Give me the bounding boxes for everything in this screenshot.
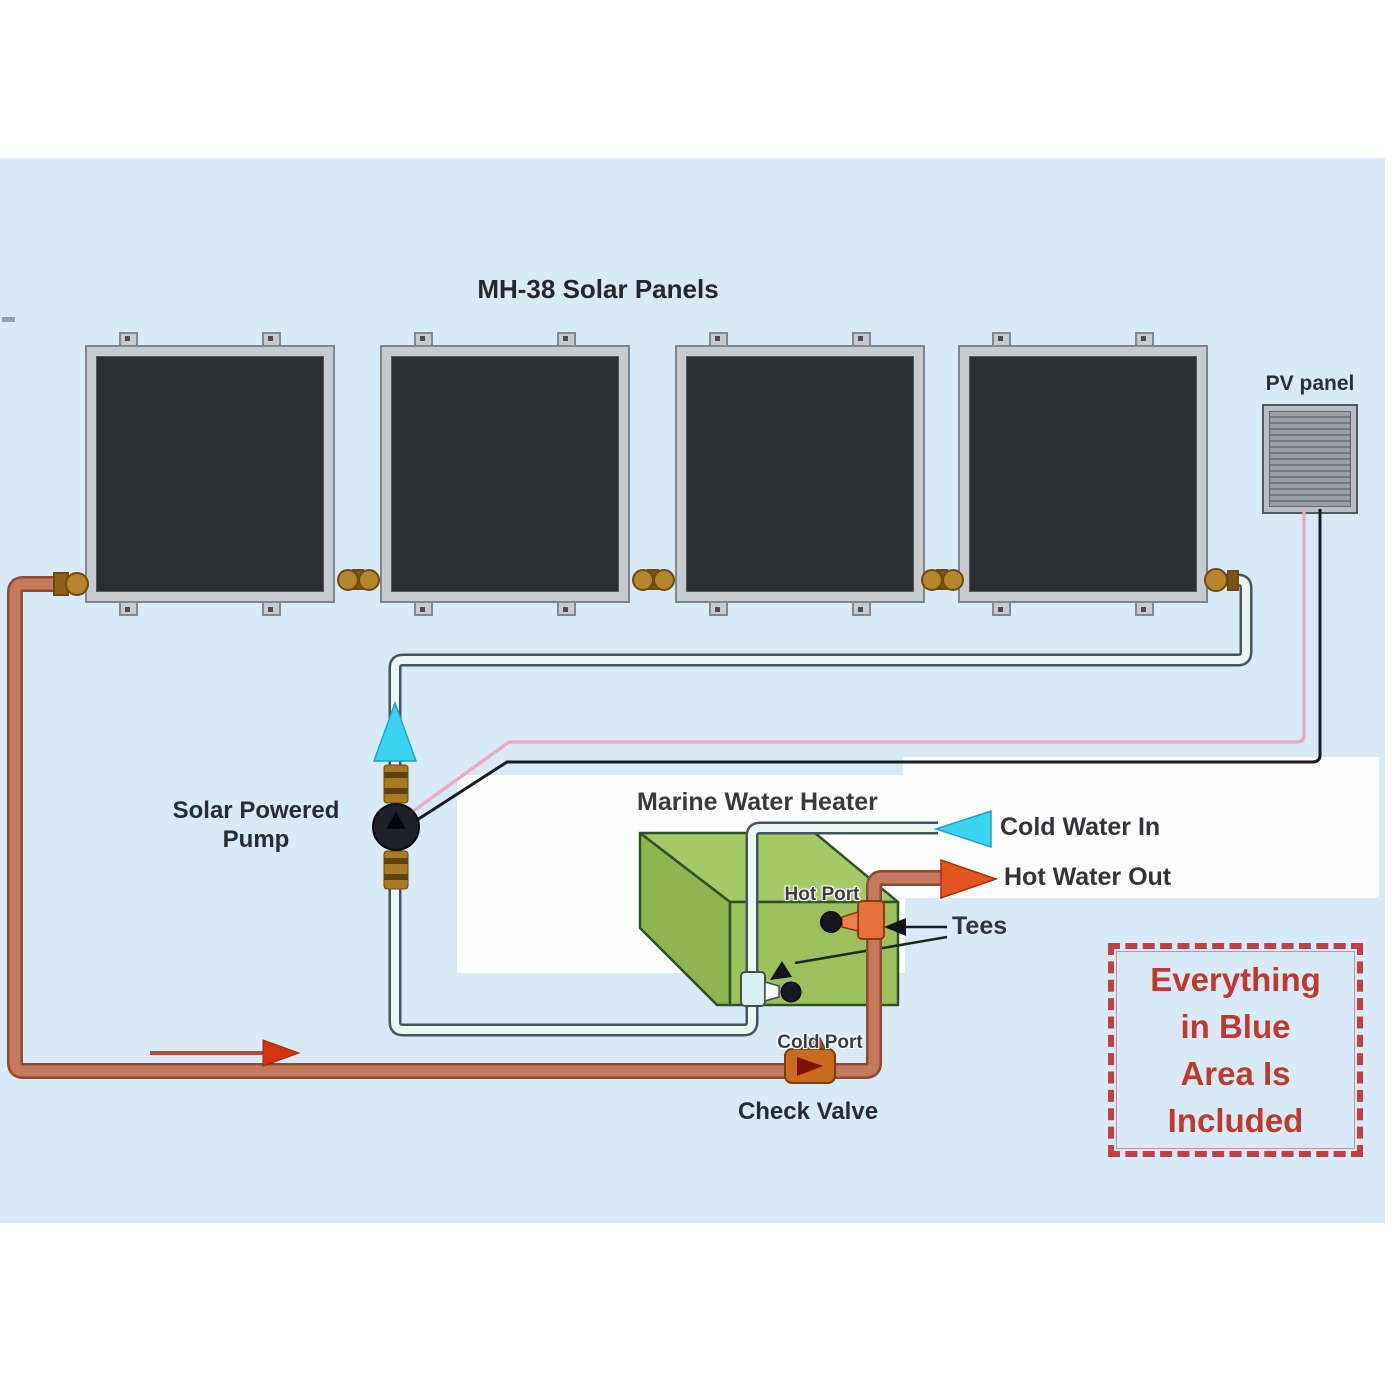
cold-water-in-arrow-icon xyxy=(933,809,992,849)
panel-mount-tab xyxy=(261,332,281,347)
panel-absorber xyxy=(391,356,619,592)
panel-mount-tab xyxy=(851,332,871,347)
included-note-line: Area Is xyxy=(1180,1055,1291,1092)
check-valve xyxy=(784,1037,836,1084)
pump-fitting-upper xyxy=(383,764,409,804)
coupling-ball xyxy=(337,569,359,591)
hot-port-knob xyxy=(820,911,842,933)
coupling-ball xyxy=(358,569,380,591)
panel-mount-tab xyxy=(261,601,281,616)
solar-panel-3 xyxy=(675,332,925,616)
blue-included-area xyxy=(0,158,1385,1223)
flow-direction-arrow-icon xyxy=(150,1039,301,1067)
cold-port-knob xyxy=(780,981,802,1003)
pv-wires xyxy=(410,509,1322,822)
solar-pump-label: Solar Powered Pump xyxy=(136,796,376,854)
coupling-ball xyxy=(1204,568,1228,592)
hot-port-label: Hot Port xyxy=(784,884,860,905)
coupling-ball xyxy=(632,569,654,591)
panel-mount-tab xyxy=(413,601,433,616)
panel-mount-tab xyxy=(1134,601,1154,616)
hot-port-tee xyxy=(820,900,885,940)
panel-mount-tab xyxy=(556,332,576,347)
panel-mount-tab xyxy=(991,332,1011,347)
coupling-ball xyxy=(653,569,675,591)
solar-panel-1 xyxy=(85,332,335,616)
panel-mount-tab xyxy=(708,332,728,347)
tees-label: Tees xyxy=(952,912,1008,940)
panel-mount-tab xyxy=(556,601,576,616)
copper-pipe xyxy=(7,576,941,1079)
cold-port-label: Cold Port xyxy=(777,1032,863,1053)
panel-mount-tab xyxy=(991,601,1011,616)
panel-mount-tab xyxy=(1134,332,1154,347)
pv-panel-louvers xyxy=(1269,411,1351,507)
coupling-collar xyxy=(1227,570,1239,591)
panel-mount-tab xyxy=(413,332,433,347)
panel-absorber xyxy=(686,356,914,592)
coupling-ball xyxy=(921,569,943,591)
water-pipe-supply xyxy=(388,573,1253,772)
pv-panel-label: PV panel xyxy=(1265,372,1355,395)
marine-water-heater-label: Marine Water Heater xyxy=(637,788,878,816)
pv-wire-positive xyxy=(410,509,1306,814)
pump-arrow-icon xyxy=(386,812,406,829)
coupling-ball xyxy=(942,569,964,591)
pump-fitting-lower xyxy=(383,850,409,890)
hot-water-out-arrow-icon xyxy=(940,858,999,900)
included-note-box: Everything in Blue Area Is Included xyxy=(1108,943,1363,1157)
panel-couplings xyxy=(53,568,1239,596)
solar-pump-label-line1: Solar Powered xyxy=(172,797,340,824)
cold-water-in-label: Cold Water In xyxy=(1000,813,1161,841)
pump-flow-up-arrow-icon xyxy=(372,700,418,762)
panel-absorber xyxy=(969,356,1197,592)
stray-mark xyxy=(2,317,15,322)
cold-port-tee xyxy=(740,971,802,1007)
marine-water-heater-box xyxy=(638,831,900,1007)
check-valve-arrow-icon xyxy=(797,1057,823,1076)
solar-panel-4 xyxy=(958,332,1208,616)
diagram-title: MH-38 Solar Panels xyxy=(477,274,719,304)
solar-pump-label-line2: Pump xyxy=(222,826,290,853)
included-note-line: in Blue xyxy=(1180,1008,1291,1045)
check-valve-label: Check Valve xyxy=(737,1098,879,1125)
panel-mount-tab xyxy=(118,601,138,616)
solar-panel-2 xyxy=(380,332,630,616)
panel-mount-tab xyxy=(118,332,138,347)
water-pipe-cold xyxy=(388,821,938,1037)
panel-absorber xyxy=(96,356,324,592)
included-note-line: Everything xyxy=(1150,961,1321,998)
panel-mount-tab xyxy=(708,601,728,616)
hot-water-out-label: Hot Water Out xyxy=(1004,863,1172,891)
panel-mount-tab xyxy=(851,601,871,616)
solar-pump xyxy=(372,764,420,890)
pv-panel xyxy=(1262,404,1358,514)
coupling-ball xyxy=(65,572,89,596)
included-note-line: Included xyxy=(1167,1102,1304,1139)
pv-wire-negative xyxy=(416,509,1322,822)
